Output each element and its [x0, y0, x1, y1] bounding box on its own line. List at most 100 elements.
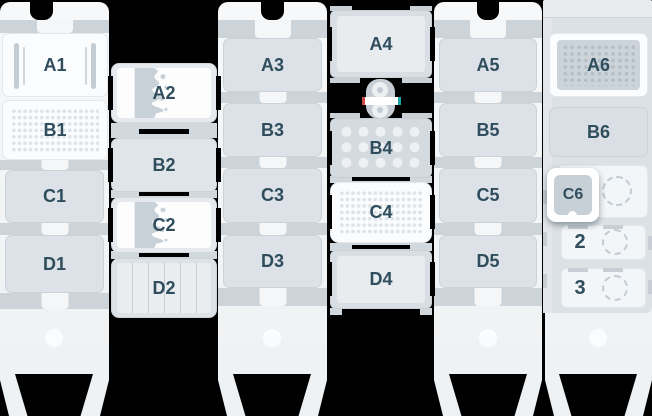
panel-tick	[543, 274, 547, 288]
tower-3-band	[434, 157, 542, 168]
tower-3-arch	[449, 374, 527, 416]
rack-slot-opening	[139, 253, 189, 257]
side-slot	[108, 148, 113, 182]
side-slot	[430, 27, 435, 61]
deck-slot-c6-adapter[interactable]: C6	[547, 168, 599, 222]
tower-2-notch	[261, 0, 284, 20]
rack-rail	[330, 6, 352, 11]
deck-slot-d3[interactable]: D3	[223, 235, 322, 288]
side-slot	[327, 195, 332, 229]
tower-2-arch	[233, 374, 311, 416]
slot-label: C2	[152, 214, 176, 235]
side-slot	[327, 131, 332, 165]
tower-1-notch	[30, 0, 53, 20]
rack-slot-opening	[342, 309, 420, 315]
reservoir-channels	[117, 263, 211, 313]
slot-label: B5	[476, 119, 500, 140]
empty-position-circle[interactable]	[602, 275, 628, 301]
tower-3-taper	[533, 380, 542, 416]
side-slot	[327, 262, 332, 296]
slot-label: D2	[152, 277, 176, 298]
tower-2-band	[218, 288, 327, 306]
slot-label: A1	[43, 54, 67, 75]
deck-slot-a4[interactable]: A4	[330, 10, 432, 78]
rack-slot-opening	[352, 245, 410, 249]
slot-label: C5	[476, 185, 500, 205]
deck-slot-b1[interactable]: B1	[2, 100, 108, 160]
deck-slot-d2[interactable]: D2	[111, 258, 217, 318]
panel-tick	[543, 232, 547, 246]
rack-rail	[330, 78, 360, 83]
slot-label: D1	[42, 253, 66, 274]
clip-icon	[14, 43, 19, 89]
liquid-fill	[117, 202, 211, 248]
rack-slot-opening	[139, 129, 189, 134]
adapter-body: C6	[554, 175, 592, 215]
slot-label: A4	[369, 33, 393, 54]
deck-slot-c3[interactable]: C3	[223, 168, 322, 223]
plate-wells	[557, 40, 640, 90]
tube-tick-left	[362, 97, 365, 105]
side-slot	[327, 27, 332, 61]
tower-3-notch	[477, 0, 499, 20]
side-slot	[216, 76, 221, 110]
empty-position-circle[interactable]	[602, 176, 632, 206]
deck-slot-c2[interactable]: C2	[111, 197, 217, 253]
panel-header-strip	[543, 0, 652, 18]
tower-3-taper	[434, 380, 443, 416]
side-slot	[430, 131, 435, 165]
position-number: 3	[574, 276, 586, 299]
rack-rail	[410, 6, 432, 11]
deck-slot-a5[interactable]: A5	[439, 38, 537, 92]
deck-slot-a3[interactable]: A3	[223, 38, 322, 92]
tower-3-band	[434, 92, 542, 103]
position-number: 2	[574, 231, 586, 253]
tower-4-taper	[643, 380, 652, 416]
slot-label: A3	[260, 54, 284, 75]
deck-slot-c1[interactable]: C1	[5, 170, 104, 223]
deck-slot-d5[interactable]: D5	[439, 235, 537, 288]
side-slot	[430, 195, 435, 229]
tower-3-band	[434, 288, 542, 306]
tube-cap-icon	[372, 82, 388, 98]
tower-1-band	[0, 293, 109, 309]
slot-label: C6	[562, 186, 584, 203]
deck-slot-d1[interactable]: D1	[5, 235, 104, 293]
deck-slot-a2[interactable]: A2	[111, 63, 217, 123]
liquid-splash-icon	[134, 68, 168, 118]
deck-slot-a1[interactable]: A1	[2, 33, 108, 97]
deck-slot-b5[interactable]: B5	[439, 103, 537, 157]
slot-label: C1	[42, 186, 66, 206]
empty-position-circle[interactable]	[602, 229, 628, 255]
deck-slot-d4[interactable]: D4	[330, 250, 432, 309]
clip-icon	[91, 43, 96, 89]
side-slot	[216, 208, 221, 242]
row-tab	[568, 225, 588, 229]
tower-2-band	[218, 20, 327, 38]
liquid-fill	[117, 68, 211, 118]
slot-label: B2	[152, 154, 176, 175]
side-slot	[108, 76, 113, 110]
deck-slot-a6[interactable]: A6	[549, 33, 648, 97]
slot-label: B1	[43, 119, 67, 140]
deck-slot-b6[interactable]: B6	[549, 107, 648, 157]
deck-slot-b4[interactable]: B4	[330, 118, 432, 178]
slot-label: A5	[476, 54, 500, 75]
panel-tick	[543, 190, 547, 204]
tower-3-band	[434, 20, 542, 38]
deck-slot-b2[interactable]: B2	[111, 138, 217, 192]
clip-icon	[23, 47, 25, 85]
panel-tick	[648, 280, 652, 294]
tower-1-band	[0, 160, 109, 170]
deck-slot-c5[interactable]: C5	[439, 168, 537, 223]
tower-1-taper	[100, 380, 109, 416]
tower-2-taper	[218, 380, 227, 416]
tower-2-taper	[318, 380, 327, 416]
tube-tick-right	[398, 97, 401, 105]
deck-slot-c4[interactable]: C4	[330, 182, 432, 243]
tower-4-arch	[559, 374, 637, 416]
slot-label: A2	[152, 82, 176, 103]
tower-1-taper	[0, 380, 9, 416]
slot-label: C3	[260, 185, 284, 205]
deck-slot-b3[interactable]: B3	[223, 103, 322, 157]
